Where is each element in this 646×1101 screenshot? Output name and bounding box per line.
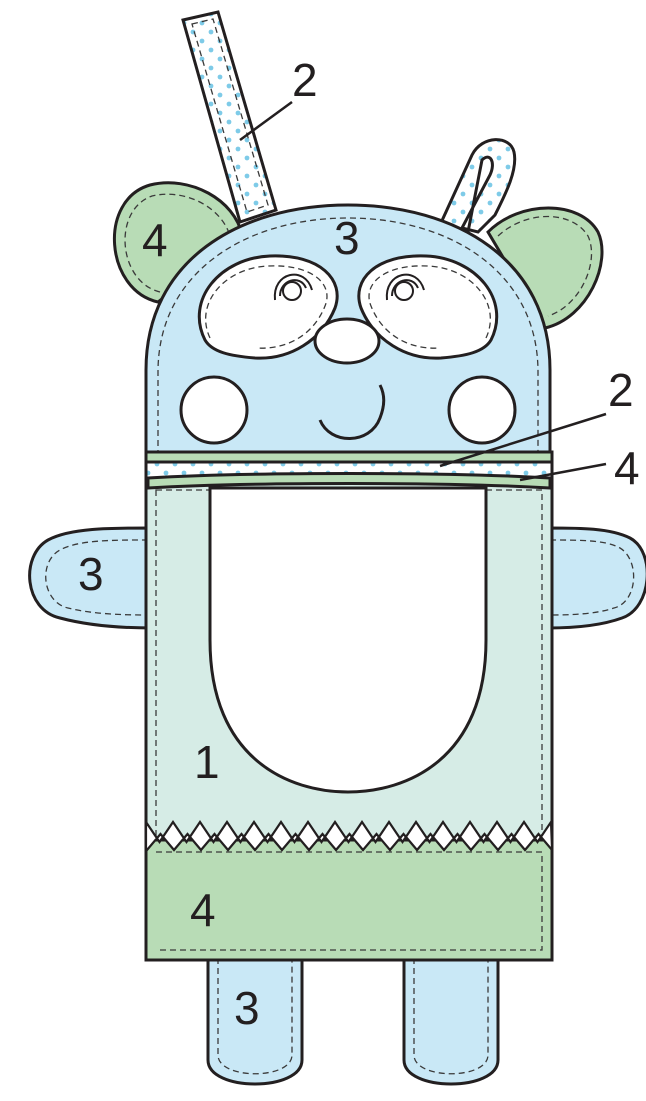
- label-leg-left: 3: [234, 982, 260, 1034]
- pocket-window: [210, 488, 486, 792]
- label-ribbon-band: 2: [608, 364, 634, 416]
- arm-right: [548, 528, 646, 628]
- label-head: 3: [334, 212, 360, 264]
- label-ear-left: 4: [142, 214, 168, 266]
- label-green-band: 4: [614, 442, 640, 494]
- ribbon-right: [440, 140, 515, 232]
- label-arm-left: 3: [78, 548, 104, 600]
- label-ribbon-left: 2: [292, 54, 318, 106]
- label-bottom-panel: 4: [190, 884, 216, 936]
- label-body: 1: [194, 736, 220, 788]
- cheek-left: [181, 377, 247, 443]
- cheek-right: [449, 377, 515, 443]
- nose: [315, 319, 379, 363]
- leg-right: [404, 955, 498, 1084]
